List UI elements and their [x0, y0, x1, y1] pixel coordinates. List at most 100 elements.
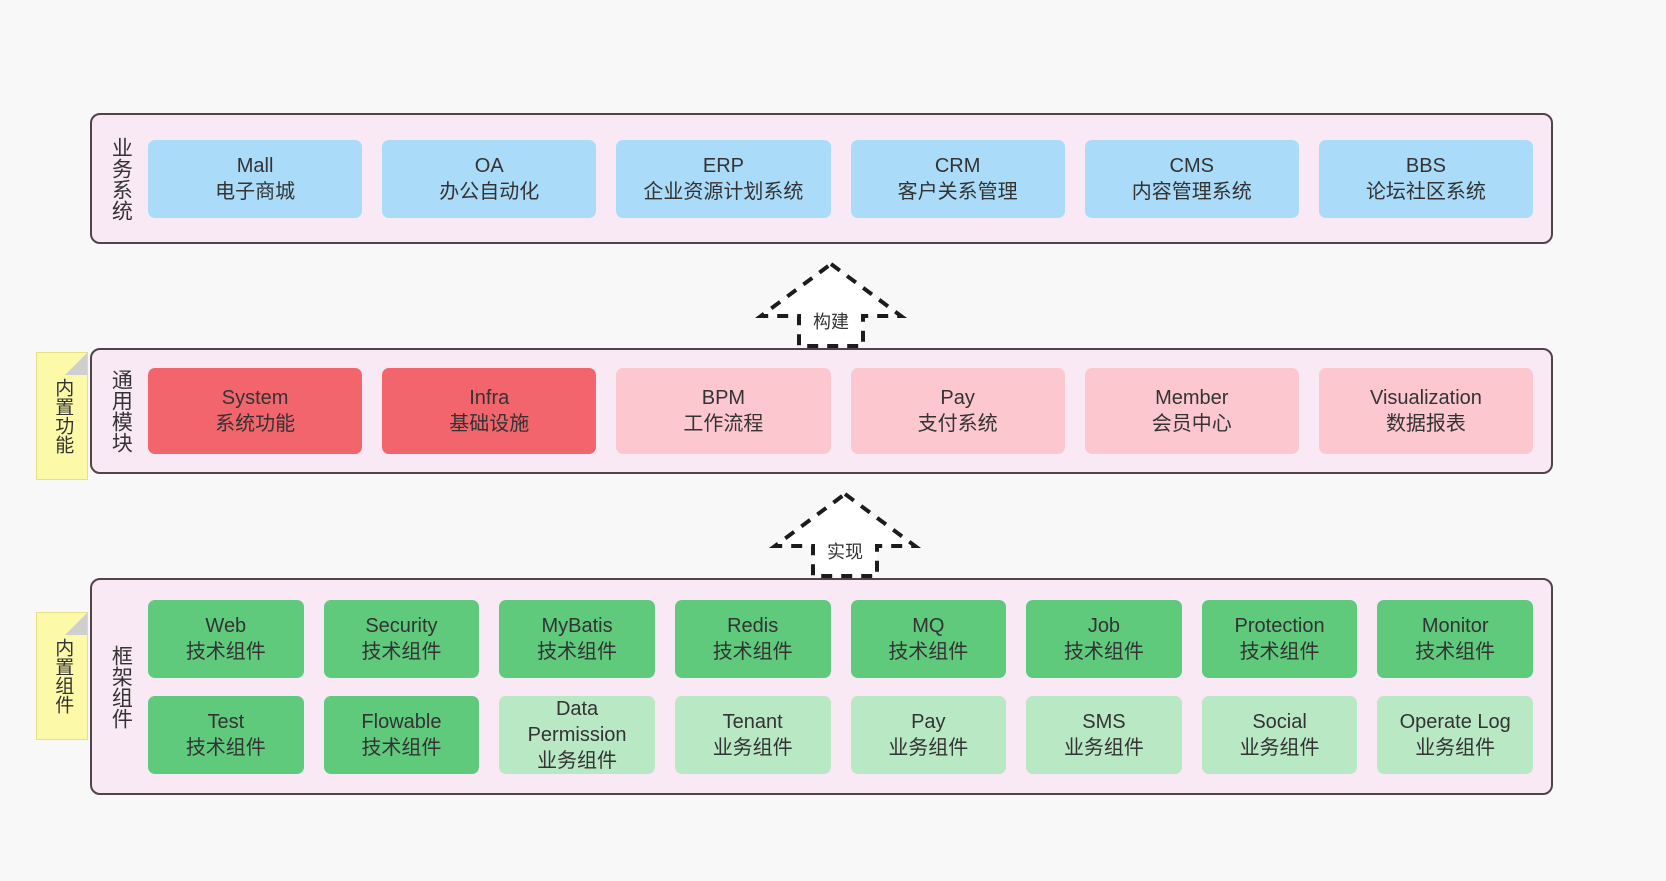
note-label: 内置功能 [52, 378, 74, 454]
node-erp[interactable]: ERP 企业资源计划系统 [616, 139, 831, 218]
build-arrow-icon [754, 261, 908, 348]
node-pay-business[interactable]: Pay 业务组件 [850, 695, 1007, 774]
node-title: Member [1155, 387, 1229, 409]
layer-label-framework-components: 框架组件 [109, 644, 133, 729]
node-redis[interactable]: Redis 技术组件 [674, 599, 831, 678]
node-job[interactable]: Job 技术组件 [1026, 599, 1182, 678]
node-operate-log[interactable]: Operate Log 业务组件 [1377, 695, 1533, 774]
node-subtitle: 支付系统 [917, 413, 998, 435]
node-data-permission[interactable]: Data Permission 业务组件 [499, 695, 655, 774]
node-title: Data Permission [527, 697, 627, 746]
node-subtitle: 系统功能 [215, 413, 296, 435]
note-builtin-components[interactable]: 内置组件 [36, 612, 88, 740]
node-subtitle: 技术组件 [185, 640, 266, 663]
layer-body-framework-components: Web 技术组件 Security 技术组件 MyBatis 技术组件 Redi… [148, 580, 1551, 793]
node-bpm[interactable]: BPM 工作流程 [616, 368, 831, 454]
node-title: Redis [727, 614, 779, 637]
node-subtitle: 业务组件 [1415, 736, 1496, 759]
node-subtitle: 技术组件 [1063, 640, 1144, 663]
node-visualization[interactable]: Visualization 数据报表 [1318, 368, 1534, 454]
node-subtitle: 电子商城 [215, 180, 296, 203]
node-subtitle: 业务组件 [1063, 736, 1144, 759]
note-label: 内置组件 [52, 638, 74, 714]
node-mq[interactable]: MQ 技术组件 [850, 599, 1007, 678]
layer-common-modules[interactable]: 通用模块 System 系统功能 Infra 基础设施 BPM 工作流程 Pay [90, 348, 1553, 474]
node-subtitle: 基础设施 [449, 413, 530, 435]
node-title: Web [205, 614, 247, 637]
node-title: Protection [1234, 614, 1325, 637]
node-title: Social [1252, 710, 1307, 733]
node-row: Mall 电子商城 OA 办公自动化 ERP 企业资源计划系统 CRM 客户关系… [148, 139, 1534, 218]
node-subtitle: 技术组件 [185, 736, 266, 759]
node-title: Flowable [361, 710, 442, 733]
node-social[interactable]: Social 业务组件 [1201, 695, 1358, 774]
node-mybatis[interactable]: MyBatis 技术组件 [499, 599, 655, 678]
node-title: System [221, 387, 289, 409]
node-row: System 系统功能 Infra 基础设施 BPM 工作流程 Pay 支付系统… [148, 368, 1534, 454]
node-bbs[interactable]: BBS 论坛社区系统 [1318, 139, 1534, 218]
node-title: Tenant [722, 710, 783, 733]
node-subtitle: 技术组件 [712, 640, 793, 663]
node-subtitle: 工作流程 [683, 413, 764, 435]
node-mall[interactable]: Mall 电子商城 [148, 139, 363, 218]
node-oa[interactable]: OA 办公自动化 [382, 139, 597, 218]
node-subtitle: 技术组件 [361, 736, 442, 759]
node-crm[interactable]: CRM 客户关系管理 [850, 139, 1065, 218]
node-title: SMS [1082, 710, 1126, 733]
connector-build: 构建 [754, 261, 908, 348]
node-subtitle: 技术组件 [361, 640, 442, 663]
node-title: Test [207, 710, 245, 733]
node-sms[interactable]: SMS 业务组件 [1026, 695, 1182, 774]
node-monitor[interactable]: Monitor 技术组件 [1377, 599, 1533, 678]
node-row: Web 技术组件 Security 技术组件 MyBatis 技术组件 Redi… [148, 599, 1533, 678]
node-subtitle: 业务组件 [888, 736, 969, 759]
node-subtitle: 技术组件 [888, 640, 969, 663]
layer-body-business-systems: Mall 电子商城 OA 办公自动化 ERP 企业资源计划系统 CRM 客户关系… [148, 115, 1551, 242]
node-subtitle: 会员中心 [1151, 413, 1232, 435]
node-title: Visualization [1369, 387, 1482, 409]
layer-label-common-modules: 通用模块 [109, 369, 133, 453]
node-tenant[interactable]: Tenant 业务组件 [674, 695, 831, 774]
node-test[interactable]: Test 技术组件 [148, 695, 304, 774]
node-cms[interactable]: CMS 内容管理系统 [1084, 139, 1299, 218]
layer-framework-components[interactable]: 框架组件 Web 技术组件 Security 技术组件 MyBatis 技术组件… [90, 578, 1553, 795]
node-security[interactable]: Security 技术组件 [323, 599, 480, 678]
node-protection[interactable]: Protection 技术组件 [1201, 599, 1358, 678]
node-subtitle: 业务组件 [1239, 736, 1320, 759]
node-title: Monitor [1421, 614, 1489, 637]
node-member[interactable]: Member 会员中心 [1084, 368, 1299, 454]
node-title: BBS [1405, 154, 1446, 177]
node-subtitle: 技术组件 [537, 640, 618, 663]
node-subtitle: 办公自动化 [439, 180, 540, 203]
node-flowable[interactable]: Flowable 技术组件 [323, 695, 480, 774]
node-title: Mall [236, 154, 274, 177]
layer-business-systems[interactable]: 业务系统 Mall 电子商城 OA 办公自动化 ERP 企业资源计划系统 CRM [90, 113, 1553, 244]
node-subtitle: 数据报表 [1385, 413, 1466, 435]
node-pay[interactable]: Pay 支付系统 [850, 368, 1065, 454]
node-web[interactable]: Web 技术组件 [148, 599, 304, 678]
node-subtitle: 业务组件 [712, 736, 793, 759]
node-subtitle: 技术组件 [1239, 640, 1320, 663]
layer-body-common-modules: System 系统功能 Infra 基础设施 BPM 工作流程 Pay 支付系统… [148, 350, 1551, 472]
node-title: MyBatis [541, 614, 613, 637]
node-title: Pay [940, 387, 975, 409]
node-system[interactable]: System 系统功能 [148, 368, 363, 454]
node-title: OA [474, 154, 504, 177]
node-subtitle: 论坛社区系统 [1365, 180, 1486, 203]
node-title: MQ [912, 614, 945, 637]
node-title: Pay [911, 710, 946, 733]
node-title: BPM [701, 387, 746, 409]
node-subtitle: 业务组件 [537, 749, 618, 772]
node-infra[interactable]: Infra 基础设施 [382, 368, 597, 454]
node-title: Security [365, 614, 438, 637]
node-subtitle: 内容管理系统 [1131, 180, 1252, 203]
node-subtitle: 客户关系管理 [897, 180, 1018, 203]
node-subtitle: 技术组件 [1415, 640, 1496, 663]
note-builtin-features[interactable]: 内置功能 [36, 352, 88, 480]
node-title: Operate Log [1399, 710, 1511, 733]
connector-implement: 实现 [768, 491, 922, 578]
implement-arrow-icon [768, 491, 922, 578]
node-title: Job [1087, 614, 1121, 637]
node-title: ERP [702, 154, 744, 177]
